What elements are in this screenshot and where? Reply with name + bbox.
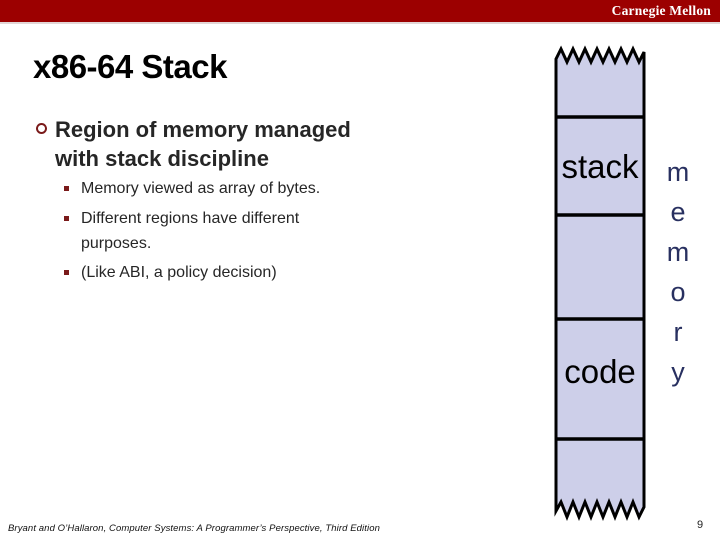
bullet-square-icon <box>64 270 69 275</box>
sub-bullet-item: Memory viewed as array of bytes. <box>81 176 381 201</box>
memory-column-shape <box>554 45 646 522</box>
memory-letter: m <box>666 237 690 267</box>
main-bullet-line: Region of memory managed <box>55 117 351 142</box>
sub-bullet-item: (Like ABI, a policy decision) <box>81 260 381 285</box>
sub-bullet-line: Memory viewed as array of bytes. <box>81 180 321 197</box>
memory-letter: o <box>670 277 686 307</box>
bullet-square-icon <box>64 186 69 191</box>
main-bullet-text: Region of memory managed with stack disc… <box>55 115 415 173</box>
page-number: 9 <box>697 519 704 531</box>
sub-bullet-line: purposes. <box>81 235 152 252</box>
memory-letter: r <box>673 317 683 347</box>
sub-bullet-item: Different regions have different purpose… <box>81 206 381 256</box>
memory-letter: e <box>670 197 686 227</box>
memory-letter: m <box>666 157 690 187</box>
bullet-square-icon <box>64 216 69 221</box>
stack-region-label: stack <box>561 148 639 185</box>
main-bullet-line: with stack discipline <box>55 146 269 171</box>
memory-letter: y <box>671 357 685 387</box>
sub-bullet-line: Different regions have different <box>81 210 300 227</box>
memory-vertical-label: m e m o r y <box>660 152 696 392</box>
brand-name: Carnegie Mellon <box>611 3 711 18</box>
code-region-label: code <box>564 353 636 390</box>
page-title: x86-64 Stack <box>33 48 227 85</box>
top-banner: Carnegie Mellon <box>0 0 720 24</box>
footer-citation: Bryant and O’Hallaron, Computer Systems:… <box>8 523 380 534</box>
bullet-circle-icon <box>36 123 47 134</box>
memory-column-diagram: stack code <box>554 45 646 522</box>
sub-bullet-line: (Like ABI, a policy decision) <box>81 264 277 281</box>
